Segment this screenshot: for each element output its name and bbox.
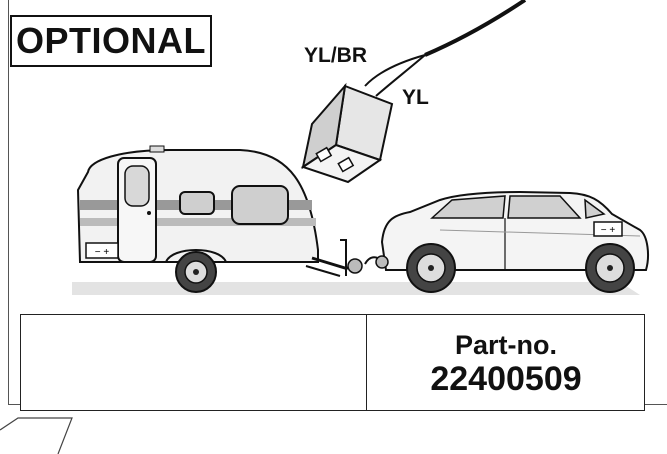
car-illustration [376,192,648,292]
svg-text:− +: − + [95,247,110,258]
page-corner-fold [0,418,72,454]
part-number-value: 22400509 [367,360,645,398]
car-battery-label: − + [601,225,616,236]
connector-cable [365,0,525,96]
part-number-label: Part-no. [367,330,645,360]
part-number-block: Part-no. 22400509 [367,330,645,398]
caravan-battery-label: − + [95,247,110,258]
relay-connector-icon [303,86,392,182]
svg-text:− +: − + [601,225,616,236]
wire-label-yl-br: YL/BR [304,44,367,68]
ground-shadow [72,282,640,295]
wire-label-yl: YL [402,86,429,110]
